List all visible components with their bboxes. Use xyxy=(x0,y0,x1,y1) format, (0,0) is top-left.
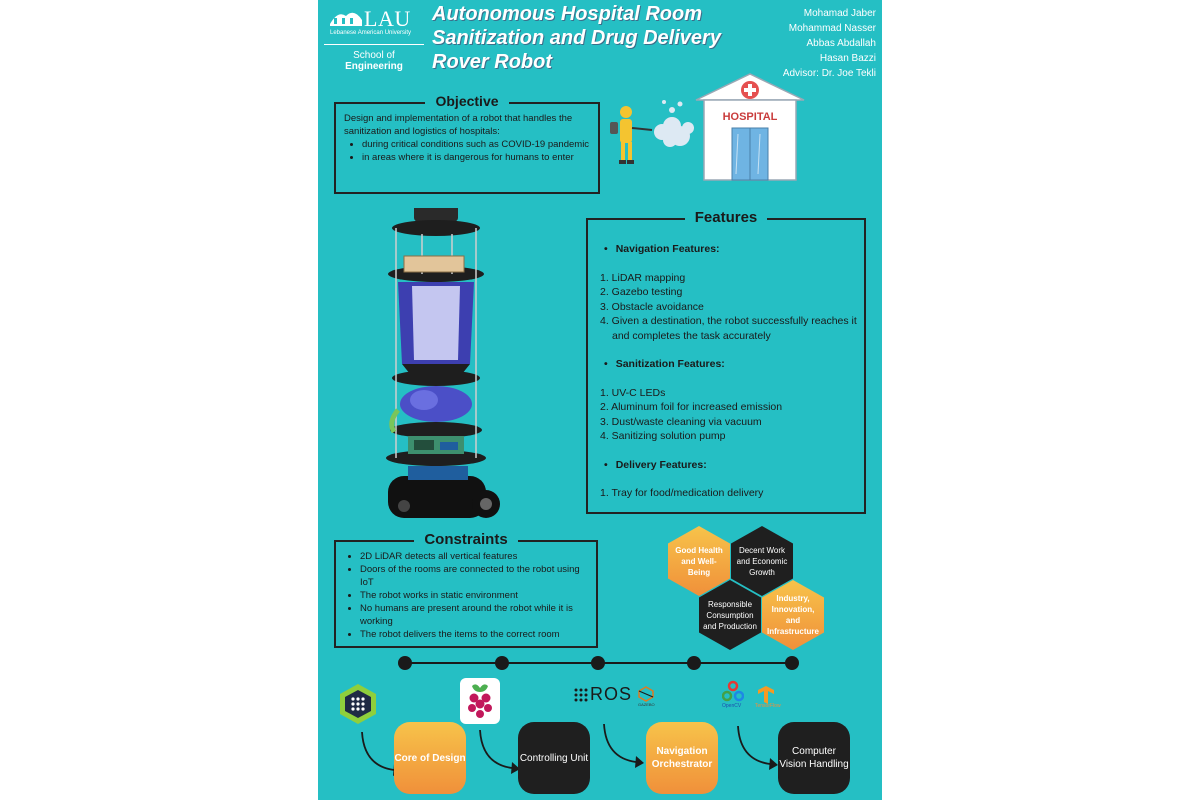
constraint-item: 2D LiDAR detects all vertical features xyxy=(360,550,594,563)
sdg-decent-work: Decent Work and Economic Growth xyxy=(731,526,793,596)
feature-item: 1. LiDAR mapping xyxy=(600,271,686,284)
ros-logo-text: ROS xyxy=(590,684,633,704)
feature-item: 1. UV-C LEDs xyxy=(600,386,666,399)
stage-computer-vision-handling: Computer Vision Handling xyxy=(778,722,850,794)
delivery-features-heading: Delivery Features: xyxy=(604,458,860,473)
stage-controlling-unit: Controlling Unit xyxy=(518,722,590,794)
constraints-body: 2D LiDAR detects all vertical features D… xyxy=(344,550,594,641)
timeline-dot xyxy=(687,656,701,670)
sanitizer-worker-icon xyxy=(610,106,653,164)
stage-core-of-design: Core of Design xyxy=(394,722,466,794)
sanitization-features-heading: Sanitization Features: xyxy=(604,357,860,372)
stage-navigation-orchestrator: Navigation Orchestrator xyxy=(646,722,718,794)
feature-item: 2. Aluminum foil for increased emission xyxy=(600,401,783,413)
hospital-building-icon xyxy=(695,73,805,181)
timeline-dot xyxy=(785,656,799,670)
arrow-icon xyxy=(737,725,778,770)
poster-title: Autonomous Hospital Room Sanitization an… xyxy=(432,3,721,73)
ros-dots-icon xyxy=(574,688,588,702)
sdg-good-health: Good Health and Well-Being xyxy=(668,526,730,596)
constraint-item: No humans are present around the robot w… xyxy=(360,602,594,628)
logo-divider xyxy=(324,44,424,45)
tensorflow-logo-text: TensorFlow xyxy=(755,703,781,709)
arrow-icon xyxy=(603,723,644,768)
rover-robot-illustration xyxy=(386,208,500,518)
author: Mohamad Jaber xyxy=(803,8,876,19)
timeline-dot xyxy=(591,656,605,670)
author: Mohammad Nasser xyxy=(788,23,876,34)
sdg-industry-innovation: Industry, Innovation, and Infrastructure xyxy=(762,580,824,650)
navigation-features-heading: Navigation Features: xyxy=(604,242,860,257)
gazebo-icon xyxy=(638,686,654,702)
lau-emblem-icon xyxy=(330,12,362,26)
objective-heading: Objective xyxy=(336,93,598,111)
opencv-icon xyxy=(722,680,744,702)
feature-item: 4. Given a destination, the robot succes… xyxy=(600,315,857,342)
opencv-logo-text: OpenCV xyxy=(722,703,742,709)
arrow-icon xyxy=(479,729,520,774)
features-body: Navigation Features: 1. LiDAR mapping 2.… xyxy=(600,242,860,515)
advisor: Advisor: Dr. Joe Tekli xyxy=(782,68,876,79)
objective-bullet: in areas where it is dangerous for human… xyxy=(362,151,594,164)
timeline-dot xyxy=(495,656,509,670)
timeline-dot xyxy=(398,656,412,670)
poster: LAU Lebanese American University School … xyxy=(318,0,882,800)
school-name: School of Engineering xyxy=(345,50,403,72)
features-heading: Features xyxy=(588,209,864,227)
tensorflow-icon xyxy=(758,686,774,704)
constraint-item: Doors of the rooms are connected to the … xyxy=(360,563,594,589)
logo-text: LAU xyxy=(364,6,411,31)
objective-bullet: during critical conditions such as COVID… xyxy=(362,138,594,151)
feature-item: 3. Dust/waste cleaning via vacuum xyxy=(600,415,762,428)
hospital-sign: HOSPITAL xyxy=(723,111,778,123)
feature-item: 1. Tray for food/medication delivery xyxy=(600,487,764,499)
logo-subtitle: Lebanese American University xyxy=(330,30,412,36)
spray-cloud-icon xyxy=(654,100,694,147)
constraints-heading: Constraints xyxy=(336,531,596,549)
raspberry-pi-icon xyxy=(460,678,500,724)
hexagon-design-logo-icon xyxy=(340,684,376,724)
feature-item: 4. Sanitizing solution pump xyxy=(600,430,726,442)
constraint-item: The robot delivers the items to the corr… xyxy=(360,628,594,641)
constraints-box: Constraints 2D LiDAR detects all vertica… xyxy=(334,531,598,648)
hospital-illustration: HOSPITAL xyxy=(610,73,805,181)
features-box: Features Navigation Features: 1. LiDAR m… xyxy=(586,209,866,515)
feature-item: 2. Gazebo testing xyxy=(600,286,683,298)
authors-list: Mohamad Jaber Mohammad Nasser Abbas Abda… xyxy=(766,6,876,81)
author: Hasan Bazzi xyxy=(819,53,876,64)
constraint-item: The robot works in static environment xyxy=(360,589,594,602)
sdg-responsible-consumption: Responsible Consumption and Production xyxy=(699,580,761,650)
objective-box: Objective Design and implementation of a… xyxy=(334,93,600,194)
author: Abbas Abdallah xyxy=(806,38,876,49)
feature-item: 3. Obstacle avoidance xyxy=(600,300,704,313)
lau-logo: LAU Lebanese American University School … xyxy=(324,4,424,72)
objective-body: Design and implementation of a robot tha… xyxy=(344,112,594,164)
gazebo-logo-text: GAZEBO xyxy=(638,702,655,707)
